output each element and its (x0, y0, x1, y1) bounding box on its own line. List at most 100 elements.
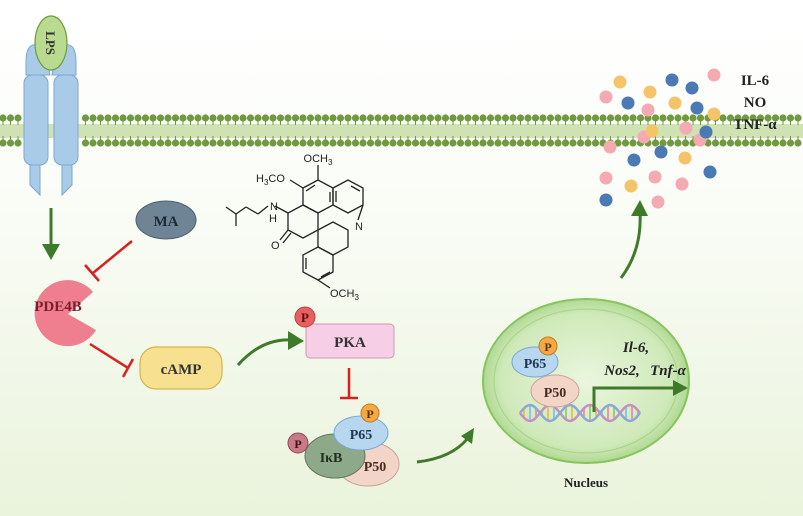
lipid-head (284, 139, 292, 147)
lipid-head (119, 139, 127, 147)
cytokine-particle (645, 124, 659, 138)
lipid-head (411, 139, 420, 147)
lipid-head (224, 139, 232, 147)
lipid-head (771, 139, 780, 147)
lipid-head (149, 114, 157, 122)
lipid-head (554, 139, 562, 147)
lipid-head (554, 114, 562, 122)
lipid-head (456, 139, 465, 147)
lipid-head (366, 114, 375, 122)
complex-p50-label: P50 (364, 460, 387, 475)
gene-tnf: Tnf-α (650, 363, 686, 379)
nucleus-label: Nucleus (564, 475, 608, 490)
lipid-head (254, 139, 262, 147)
lipid-head (261, 114, 270, 122)
lipid-head (14, 139, 22, 147)
lipid-head (171, 114, 180, 122)
lipid-head (381, 114, 390, 122)
cytokine-particle (599, 90, 613, 104)
lipid-head (246, 139, 255, 147)
svg-text:H: H (269, 213, 277, 225)
lipid-head (366, 139, 375, 147)
cytokine-particle (707, 68, 721, 82)
cytokine-particle (624, 179, 638, 193)
lipid-head (449, 139, 457, 147)
lipid-head (104, 139, 112, 147)
gene-nos2: Nos2, (603, 363, 639, 379)
cytokine-particle (675, 177, 689, 191)
lipid-head (479, 114, 487, 122)
lipid-head (156, 114, 165, 122)
lipid-head (201, 114, 210, 122)
lipid-head (584, 114, 592, 122)
lps-label: LPS (43, 31, 58, 55)
cytokine-particle (679, 121, 693, 135)
lipid-head (524, 114, 532, 122)
lipid-head (186, 114, 195, 122)
camp-label: cAMP (161, 362, 202, 378)
lipid-head (0, 114, 7, 122)
lipid-head (404, 139, 412, 147)
lipid-head (389, 139, 397, 147)
lipid-head (381, 139, 390, 147)
lipid-head (546, 139, 555, 147)
lipid-head (6, 139, 15, 147)
lipid-head (344, 114, 352, 122)
lipid-head (531, 114, 540, 122)
lipid-head (276, 139, 285, 147)
lipid-head (741, 139, 750, 147)
cytokine-particle (651, 195, 665, 209)
lipid-head (441, 139, 450, 147)
svg-text:N: N (270, 201, 278, 213)
gene-line1: Il-6, (622, 340, 649, 356)
lipid-head (419, 139, 427, 147)
pde4b-label: PDE4B (34, 299, 82, 315)
svg-text:H3CO: H3CO (256, 173, 285, 187)
svg-text:O: O (271, 240, 280, 252)
lipid-head (501, 114, 510, 122)
pka-phospho-label: P (301, 310, 309, 325)
receptor-to-pde4b-arrow (42, 208, 60, 260)
lipid-head (89, 139, 97, 147)
lipid-head (6, 114, 15, 122)
lipid-head (164, 139, 172, 147)
cytokine-particle (668, 96, 682, 110)
lipid-head (659, 139, 667, 147)
lipid-head (531, 139, 540, 147)
lipid-head (764, 114, 772, 122)
complex-ikb-phospho-label: P (294, 437, 301, 451)
lipid-head (426, 139, 435, 147)
lipid-head (329, 139, 337, 147)
lipid-head (396, 139, 405, 147)
nuclear-nfkb: P65 P50 P (511, 336, 580, 408)
lipid-head (306, 114, 315, 122)
lipid-head (269, 114, 277, 122)
complex-ikb-label: IκB (320, 451, 343, 466)
no-label: NO (744, 95, 767, 111)
cytokine-particle (703, 165, 717, 179)
lipid-head (666, 114, 675, 122)
membrane-core (0, 124, 803, 138)
lipid-head (749, 139, 757, 147)
cytokine-particle (699, 125, 713, 139)
lipid-head (404, 114, 412, 122)
nuclear-phospho-label: P (544, 340, 551, 354)
cytokine-particle (599, 193, 613, 207)
lipid-head (674, 114, 682, 122)
cytokine-particle (707, 107, 721, 121)
lipid-head (321, 114, 330, 122)
ma-node: MA (135, 200, 197, 240)
lipid-head (96, 139, 105, 147)
ma-chemical-structure (225, 165, 364, 289)
cytokine-particle (648, 170, 662, 184)
lipid-head (569, 114, 577, 122)
cytokine-particles (599, 68, 721, 209)
lipid-head (291, 114, 300, 122)
cytokine-particle (654, 145, 668, 159)
lipid-head (674, 139, 682, 147)
svg-text:OCH3: OCH3 (304, 153, 333, 167)
lipid-head (179, 139, 187, 147)
lipid-head (606, 114, 615, 122)
lipid-head (614, 139, 622, 147)
lipid-head (141, 114, 150, 122)
